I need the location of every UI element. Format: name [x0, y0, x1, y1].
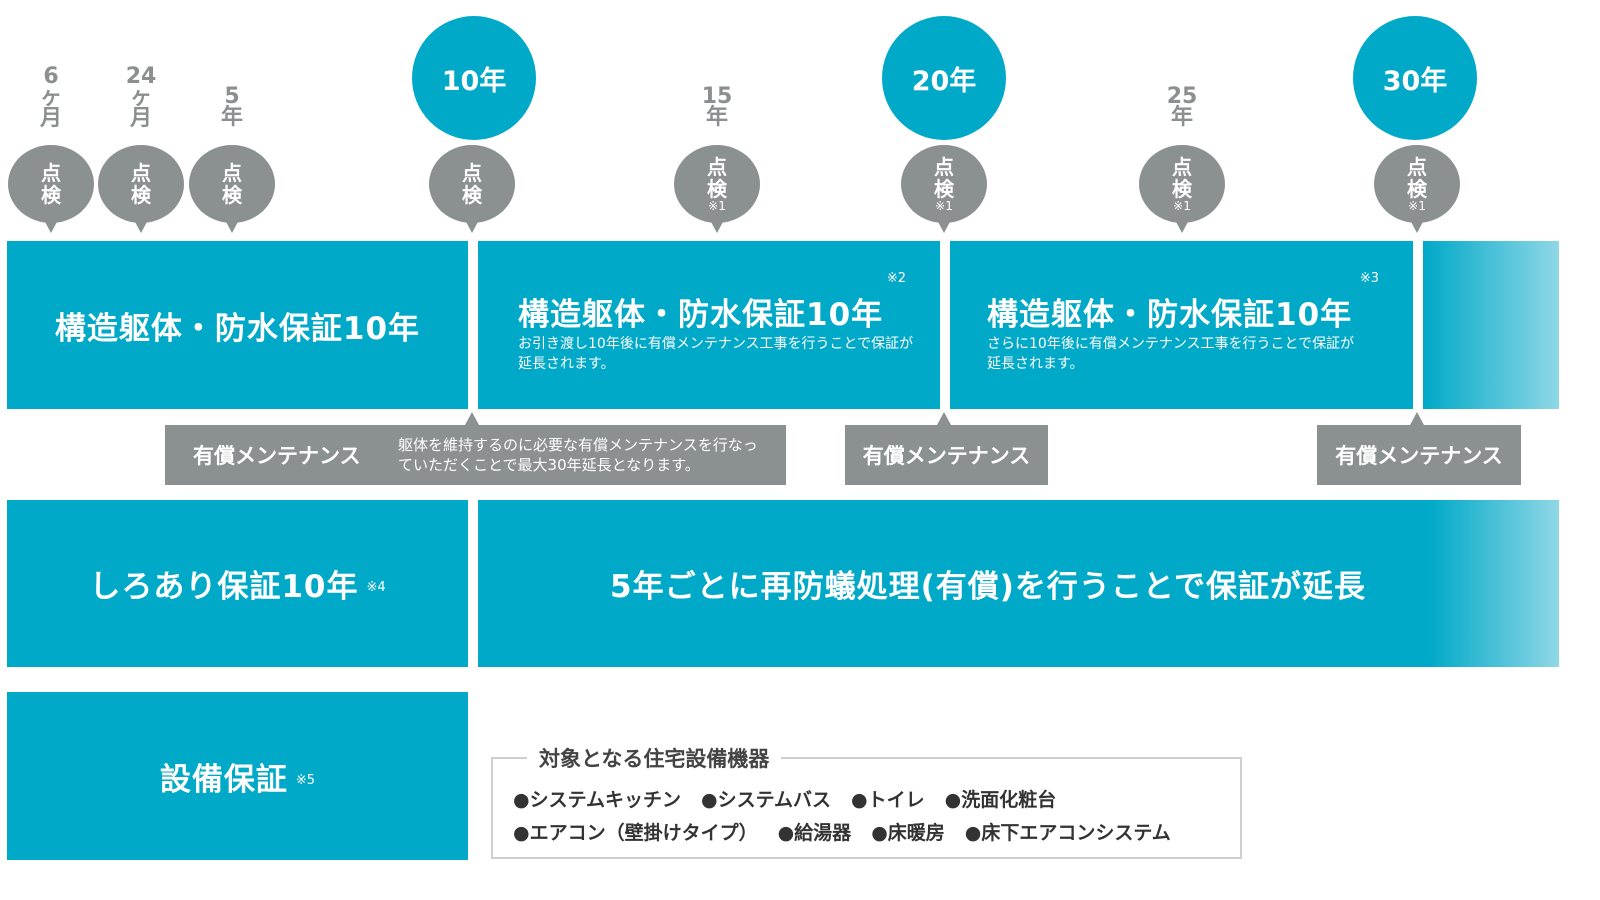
- equipment-row-2: ●エアコン（壁掛けタイプ） ●給湯器 ●床暖房 ●床下エアコンシステム: [513, 818, 1191, 845]
- inspection-pin: 点検※1: [674, 145, 760, 233]
- equipment-item: ●エアコン（壁掛けタイプ）: [513, 822, 758, 844]
- maintenance-label: 有償メンテナンス: [1335, 444, 1503, 468]
- pointer-triangle: [1410, 412, 1424, 425]
- footnote: ※2: [886, 271, 906, 286]
- pin-label: 点検: [1407, 155, 1427, 201]
- termite-extension-box: 5年ごとに再防蟻処理(有償)を行うことで保証が延長: [478, 500, 1559, 667]
- pin-label: 点検: [222, 161, 242, 207]
- inspection-pin: 点検: [189, 145, 275, 233]
- inspection-pin: 点検: [98, 145, 184, 233]
- equipment-list-panel: 対象となる住宅設備機器 ●システムキッチン ●システムバス ●トイレ ●洗面化粧台 ●…: [491, 743, 1242, 859]
- box-title: 構造躯体・防水保証10年: [987, 297, 1353, 333]
- equipment-item: ●システムキッチン: [513, 789, 682, 811]
- equipment-row-1: ●システムキッチン ●システムバス ●トイレ ●洗面化粧台: [513, 785, 1076, 812]
- equipment-item: ●給湯器: [777, 822, 852, 844]
- label-15-years: 15 年: [701, 84, 733, 130]
- equipment-item: ●床下エアコンシステム: [964, 822, 1171, 844]
- inspection-pin: 点検※1: [1374, 145, 1460, 233]
- footnote: ※5: [295, 772, 316, 788]
- pin-label: 点検: [934, 155, 954, 201]
- equipment-item: ●システムバス: [701, 789, 832, 811]
- pin-note: ※1: [1408, 199, 1426, 213]
- structure-warranty-box-1: 構造躯体・防水保証10年: [7, 241, 468, 409]
- label-25-years: 25 年: [1166, 84, 1198, 130]
- pin-note: ※1: [708, 199, 726, 213]
- box-desc: さらに10年後に有償メンテナンス工事を行うことで保証が延長されます。: [987, 336, 1355, 372]
- structure-warranty-box-3: ※3 構造躯体・防水保証10年 さらに10年後に有償メンテナンス工事を行うことで…: [950, 241, 1413, 409]
- pin-label: 点検: [131, 161, 151, 207]
- inspection-pin: 点検※1: [1139, 145, 1225, 233]
- structure-warranty-box-2: ※2 構造躯体・防水保証10年 お引き渡し10年後に有償メンテナンス工事を行うこ…: [478, 241, 940, 409]
- structure-continuation: [1423, 241, 1559, 409]
- label-24-months: 24 ヶ 月: [125, 64, 157, 131]
- pointer-triangle: [937, 412, 951, 425]
- paid-maintenance-box: 有償メンテナンス: [845, 425, 1048, 485]
- inspection-pin: 点検: [429, 145, 515, 233]
- termite-warranty-box: しろあり保証10年 ※4: [7, 500, 468, 667]
- label-6-months: 6 ヶ 月: [39, 64, 62, 131]
- maintenance-desc: 躯体を維持するのに必要な有償メンテナンスを行なっていただくことで最大30年延長と…: [398, 436, 758, 474]
- maintenance-label: 有償メンテナンス: [862, 444, 1031, 468]
- footnote: ※3: [1359, 271, 1379, 286]
- equipment-legend: 対象となる住宅設備機器: [527, 743, 782, 773]
- footnote: ※4: [366, 580, 386, 595]
- inspection-pin: 点検※1: [901, 145, 987, 233]
- box-title: 構造躯体・防水保証10年: [518, 297, 884, 333]
- pin-note: ※1: [1173, 199, 1191, 213]
- equipment-item: ●洗面化粧台: [944, 789, 1057, 811]
- pin-label: 点検: [1172, 155, 1192, 201]
- pin-label: 点検: [462, 161, 482, 207]
- pointer-triangle: [465, 412, 479, 425]
- box-title: 構造躯体・防水保証10年: [54, 310, 421, 347]
- equipment-warranty-box: 設備保証 ※5: [7, 692, 468, 860]
- equipment-item: ●床暖房: [871, 822, 945, 844]
- milestone-30-years: 30年: [1353, 16, 1477, 140]
- milestone-10-years: 10年: [412, 16, 536, 140]
- extension-text: 5年ごとに再防蟻処理(有償)を行うことで保証が延長: [610, 569, 1366, 605]
- box-title: しろあり保証10年: [89, 569, 359, 605]
- maintenance-label: 有償メンテナンス: [193, 444, 361, 468]
- paid-maintenance-box: 有償メンテナンス 躯体を維持するのに必要な有償メンテナンスを行なっていただくこと…: [165, 425, 786, 485]
- box-desc: お引き渡し10年後に有償メンテナンス工事を行うことで保証が延長されます。: [518, 336, 914, 372]
- pin-note: ※1: [935, 199, 953, 213]
- equipment-item: ●トイレ: [851, 789, 925, 811]
- paid-maintenance-box: 有償メンテナンス: [1317, 425, 1521, 485]
- milestone-20-years: 20年: [882, 16, 1006, 140]
- label-5-years: 5 年: [220, 84, 243, 130]
- pin-label: 点検: [707, 155, 727, 201]
- inspection-pin: 点検: [8, 145, 94, 233]
- pin-label: 点検: [41, 161, 61, 207]
- box-title: 設備保証: [159, 761, 288, 798]
